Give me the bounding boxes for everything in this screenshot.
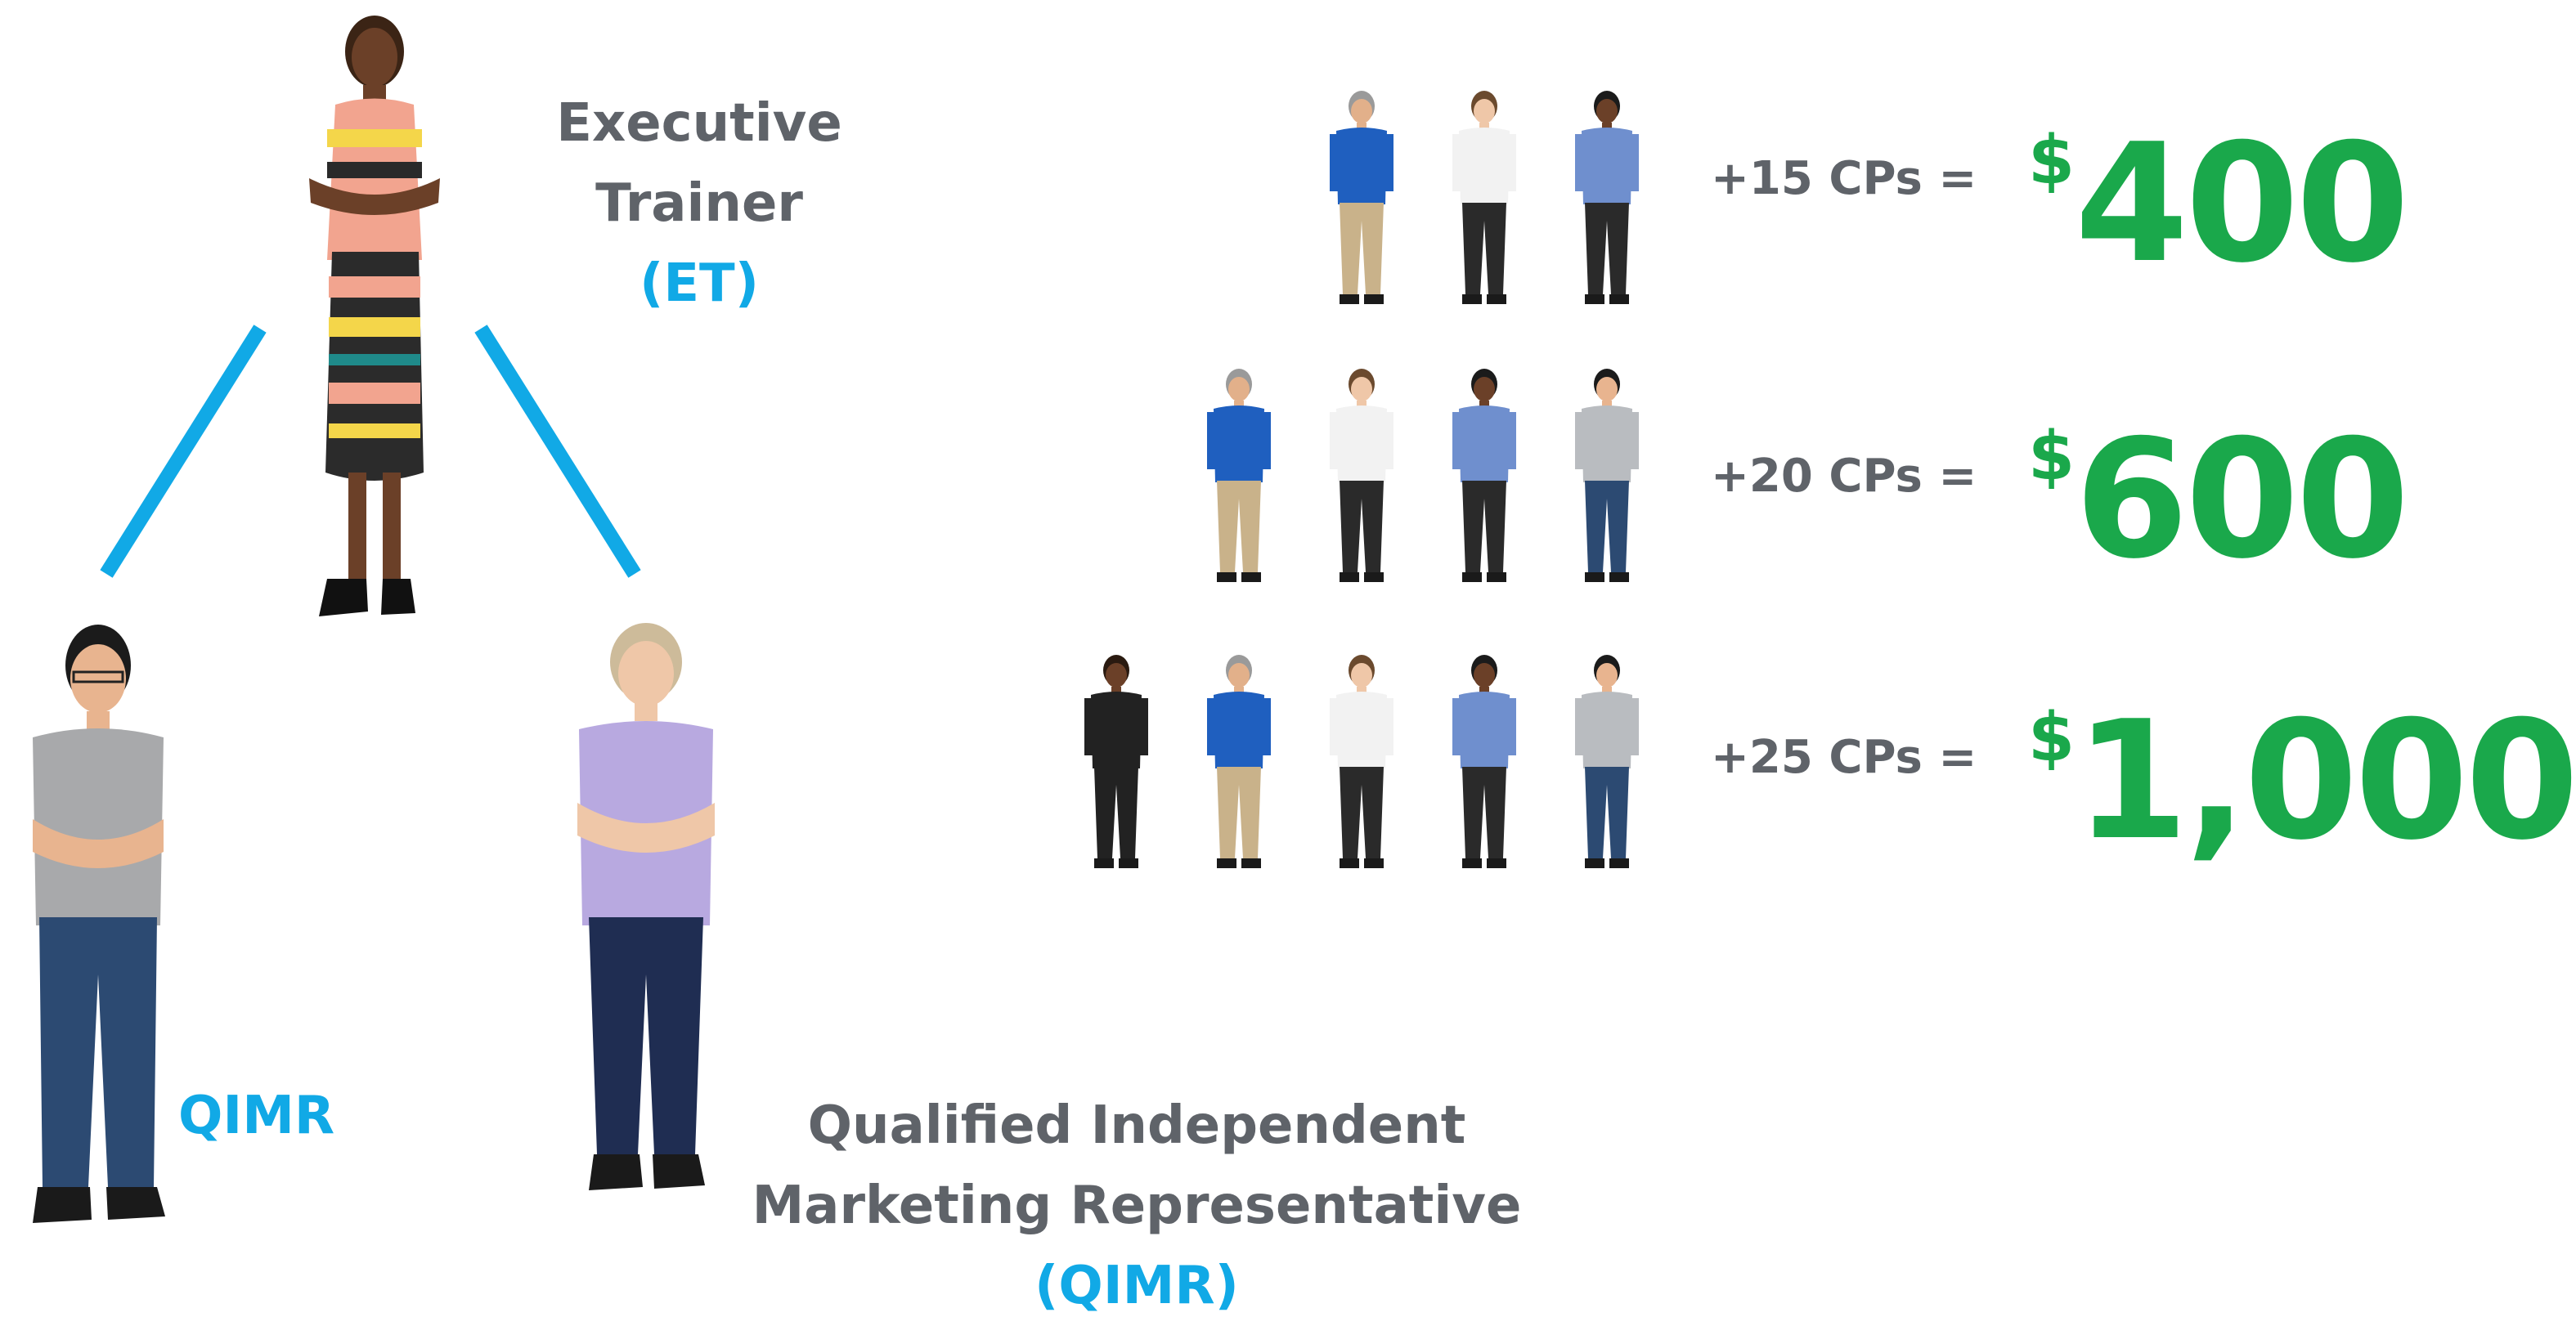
- person-figure-icon: [1570, 90, 1644, 311]
- amount-value: 600: [2075, 405, 2409, 595]
- qimr-long-label: Qualified Independent Marketing Represen…: [646, 1086, 1627, 1326]
- et-label-line2: Trainer: [595, 173, 803, 234]
- amount-value: 400: [2075, 109, 2409, 299]
- person-figure-icon: [1325, 368, 1398, 589]
- bonus-amount: $600: [2028, 418, 2410, 582]
- person-figure-icon: [1202, 368, 1276, 589]
- amount-value: 1,000: [2075, 686, 2576, 876]
- connector-left: [100, 325, 267, 578]
- bonus-row-2: +20 CPs = $600: [0, 360, 2514, 605]
- connector-right: [474, 325, 641, 578]
- qimr-woman-photo: [564, 615, 728, 1220]
- bonus-row-3: +25 CPs = $1,000: [0, 646, 2576, 891]
- executive-trainer-label: Executive Trainer (ET): [482, 83, 916, 324]
- tree-connectors: [100, 325, 641, 578]
- person-figure-icon: [1325, 90, 1398, 311]
- qimr-label-line1: Qualified Independent: [807, 1095, 1466, 1156]
- cps-label: +25 CPs =: [1711, 731, 1977, 784]
- executive-trainer-photo: [278, 7, 466, 636]
- cps-label: +15 CPs =: [1711, 152, 1977, 205]
- person-figure-icon: [1447, 654, 1521, 875]
- currency-symbol: $: [2028, 699, 2076, 777]
- person-figure-icon: [1202, 654, 1276, 875]
- person-figure-icon: [1570, 368, 1644, 589]
- cps-label: +20 CPs =: [1711, 450, 1977, 503]
- person-figure-icon: [1570, 654, 1644, 875]
- person-figure-icon: [1447, 368, 1521, 589]
- person-figure-icon: [1447, 90, 1521, 311]
- currency-symbol: $: [2028, 122, 2076, 199]
- bonus-row-1: +15 CPs = $400: [0, 82, 2514, 327]
- qimr-label-abbr: (QIMR): [1034, 1256, 1239, 1316]
- person-figure-icon: [1079, 654, 1153, 875]
- qimr-short-label: QIMR: [178, 1086, 335, 1146]
- person-figure-icon: [1325, 654, 1398, 875]
- qimr-man-photo: [16, 615, 180, 1244]
- et-label-line1: Executive: [556, 93, 842, 154]
- currency-symbol: $: [2028, 418, 2076, 495]
- bonus-amount: $1,000: [2028, 700, 2576, 863]
- qimr-label-line2: Marketing Representative: [752, 1176, 1522, 1236]
- et-label-abbr: (ET): [640, 253, 759, 314]
- bonus-amount: $400: [2028, 122, 2410, 286]
